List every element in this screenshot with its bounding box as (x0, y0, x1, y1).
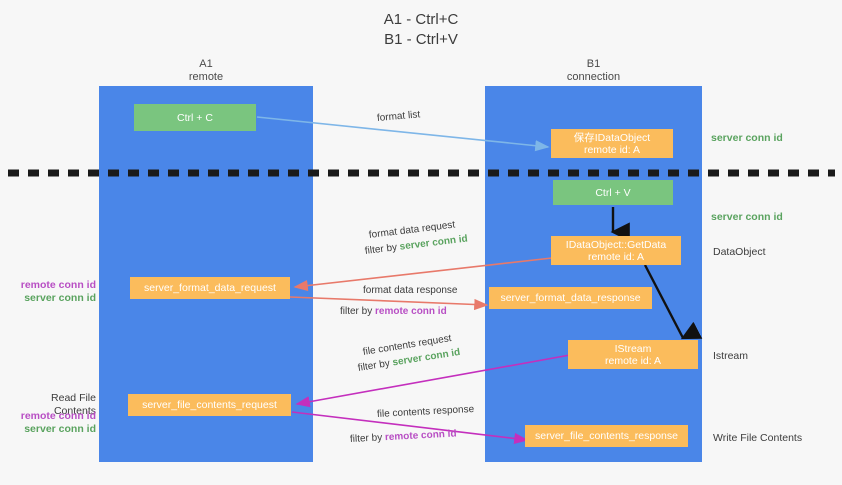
filter-prefix: filter by (340, 306, 376, 317)
box-ctrl-c-label: Ctrl + C (177, 111, 213, 124)
edge-label-format-data-response-filter: filter by remote conn id (340, 306, 447, 317)
left-note-remote-conn-id-2: remote conn id (20, 410, 96, 422)
box-server-format-data-response-label: server_format_data_response (500, 292, 641, 304)
column-header-b1: B1 connection (485, 58, 702, 84)
edge-label-format-list: format list (377, 109, 421, 124)
edge-label-format-list-text: format list (376, 109, 421, 124)
title-line-1: A1 - Ctrl+C (383, 11, 459, 28)
left-note-read-file-contents: Read File Contents (51, 392, 96, 417)
box-save-idataobject[interactable]: 保存IDataObject remote id: A (551, 129, 673, 158)
box-server-file-contents-response[interactable]: server_file_contents_response (525, 425, 688, 447)
filter-value-server-conn-id: server conn id (399, 233, 469, 253)
filter-value-remote-conn-id: remote conn id (384, 428, 457, 444)
left-note-server-conn-id-2: server conn id (24, 423, 96, 435)
box-server-format-data-request-label: server_format_data_request (144, 282, 276, 294)
box-server-file-contents-response-label: server_file_contents_response (534, 430, 678, 442)
edge-label-file-contents-response-text: file contents response (376, 403, 475, 420)
box-istream[interactable]: IStream remote id: A (568, 340, 698, 369)
left-note-remote-conn-id-1: remote conn id (20, 279, 96, 291)
column-a1-title: A1 (199, 58, 213, 70)
right-note-server-conn-id-top: server conn id (711, 132, 783, 144)
box-ctrl-v[interactable]: Ctrl + V (553, 180, 673, 205)
box-server-format-data-response[interactable]: server_format_data_response (489, 287, 652, 309)
edge-label-format-data-response: format data response (363, 285, 458, 296)
box-save-idataobject-label: 保存IDataObject remote id: A (573, 131, 651, 156)
box-idataobject-getdata[interactable]: IDataObject::GetData remote id: A (551, 236, 681, 265)
box-server-file-contents-request-label: server_file_contents_request (142, 399, 277, 411)
filter-prefix: filter by (349, 432, 386, 445)
box-server-format-data-request[interactable]: server_format_data_request (130, 277, 290, 299)
edge-label-file-contents-response-filter: filter by remote conn id (350, 428, 457, 445)
column-b1-title: B1 (586, 58, 601, 70)
left-note-group-format: remote conn id server conn id (10, 279, 96, 305)
filter-prefix: filter by (357, 357, 394, 374)
title-line-2: B1 - Ctrl+V (384, 31, 458, 48)
arrow-format-data-response (289, 296, 489, 311)
box-ctrl-v-label: Ctrl + V (595, 186, 631, 199)
column-b1-subtitle: connection (566, 71, 621, 83)
filter-value-remote-conn-id: remote conn id (375, 306, 447, 317)
box-ctrl-c[interactable]: Ctrl + C (134, 104, 256, 131)
column-a1-subtitle: remote (188, 71, 224, 83)
edge-label-file-contents-response: file contents response (377, 404, 475, 420)
box-istream-label: IStream remote id: A (604, 342, 662, 367)
filter-prefix: filter by (364, 241, 401, 257)
left-note-group-file: remote conn id server conn id (10, 410, 96, 436)
box-server-file-contents-request[interactable]: server_file_contents_request (128, 394, 291, 416)
right-note-istream: Istream (713, 350, 749, 362)
box-idataobject-getdata-label: IDataObject::GetData remote id: A (565, 238, 667, 263)
column-header-a1: A1 remote (99, 58, 313, 84)
edge-label-format-data-response-text: format data response (363, 285, 458, 296)
right-note-server-conn-id-mid: server conn id (711, 211, 783, 223)
right-note-dataobject: DataObject (713, 246, 766, 258)
right-note-write-file-contents: Write File Contents (713, 432, 803, 444)
diagram-title: A1 - Ctrl+C B1 - Ctrl+V (0, 10, 842, 50)
left-note-server-conn-id-1: server conn id (24, 292, 96, 304)
